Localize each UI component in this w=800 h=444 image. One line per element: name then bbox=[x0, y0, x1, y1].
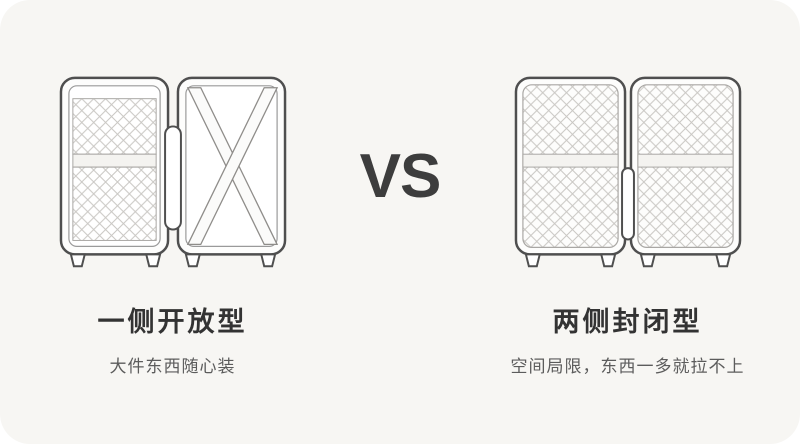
closed-suitcase-left-shell bbox=[514, 76, 626, 256]
left-title: 一侧开放型 bbox=[97, 307, 248, 337]
x-straps bbox=[186, 87, 278, 246]
handle-bar bbox=[163, 125, 182, 231]
left-side: 一侧开放型 大件东西随心装 bbox=[0, 74, 345, 377]
wheels bbox=[69, 253, 276, 268]
closed-suitcase-illustration bbox=[513, 74, 743, 280]
handle-bar bbox=[620, 167, 635, 241]
vs-label: VS bbox=[359, 142, 442, 211]
open-suitcase-left-shell bbox=[59, 76, 169, 256]
right-title: 两侧封闭型 bbox=[552, 307, 703, 337]
left-subtitle: 大件东西随心装 bbox=[109, 357, 236, 376]
open-suitcase-illustration bbox=[58, 74, 288, 280]
closed-suitcase-right-shell bbox=[629, 76, 741, 256]
comparison-row: 一侧开放型 大件东西随心装 VS bbox=[0, 74, 800, 377]
wheels bbox=[524, 253, 731, 268]
right-side: 两侧封闭型 空间局限，东西一多就拉不上 bbox=[455, 74, 800, 377]
right-subtitle: 空间局限，东西一多就拉不上 bbox=[510, 357, 745, 376]
mesh-pocket bbox=[71, 98, 157, 241]
open-suitcase-right-shell bbox=[176, 76, 286, 256]
